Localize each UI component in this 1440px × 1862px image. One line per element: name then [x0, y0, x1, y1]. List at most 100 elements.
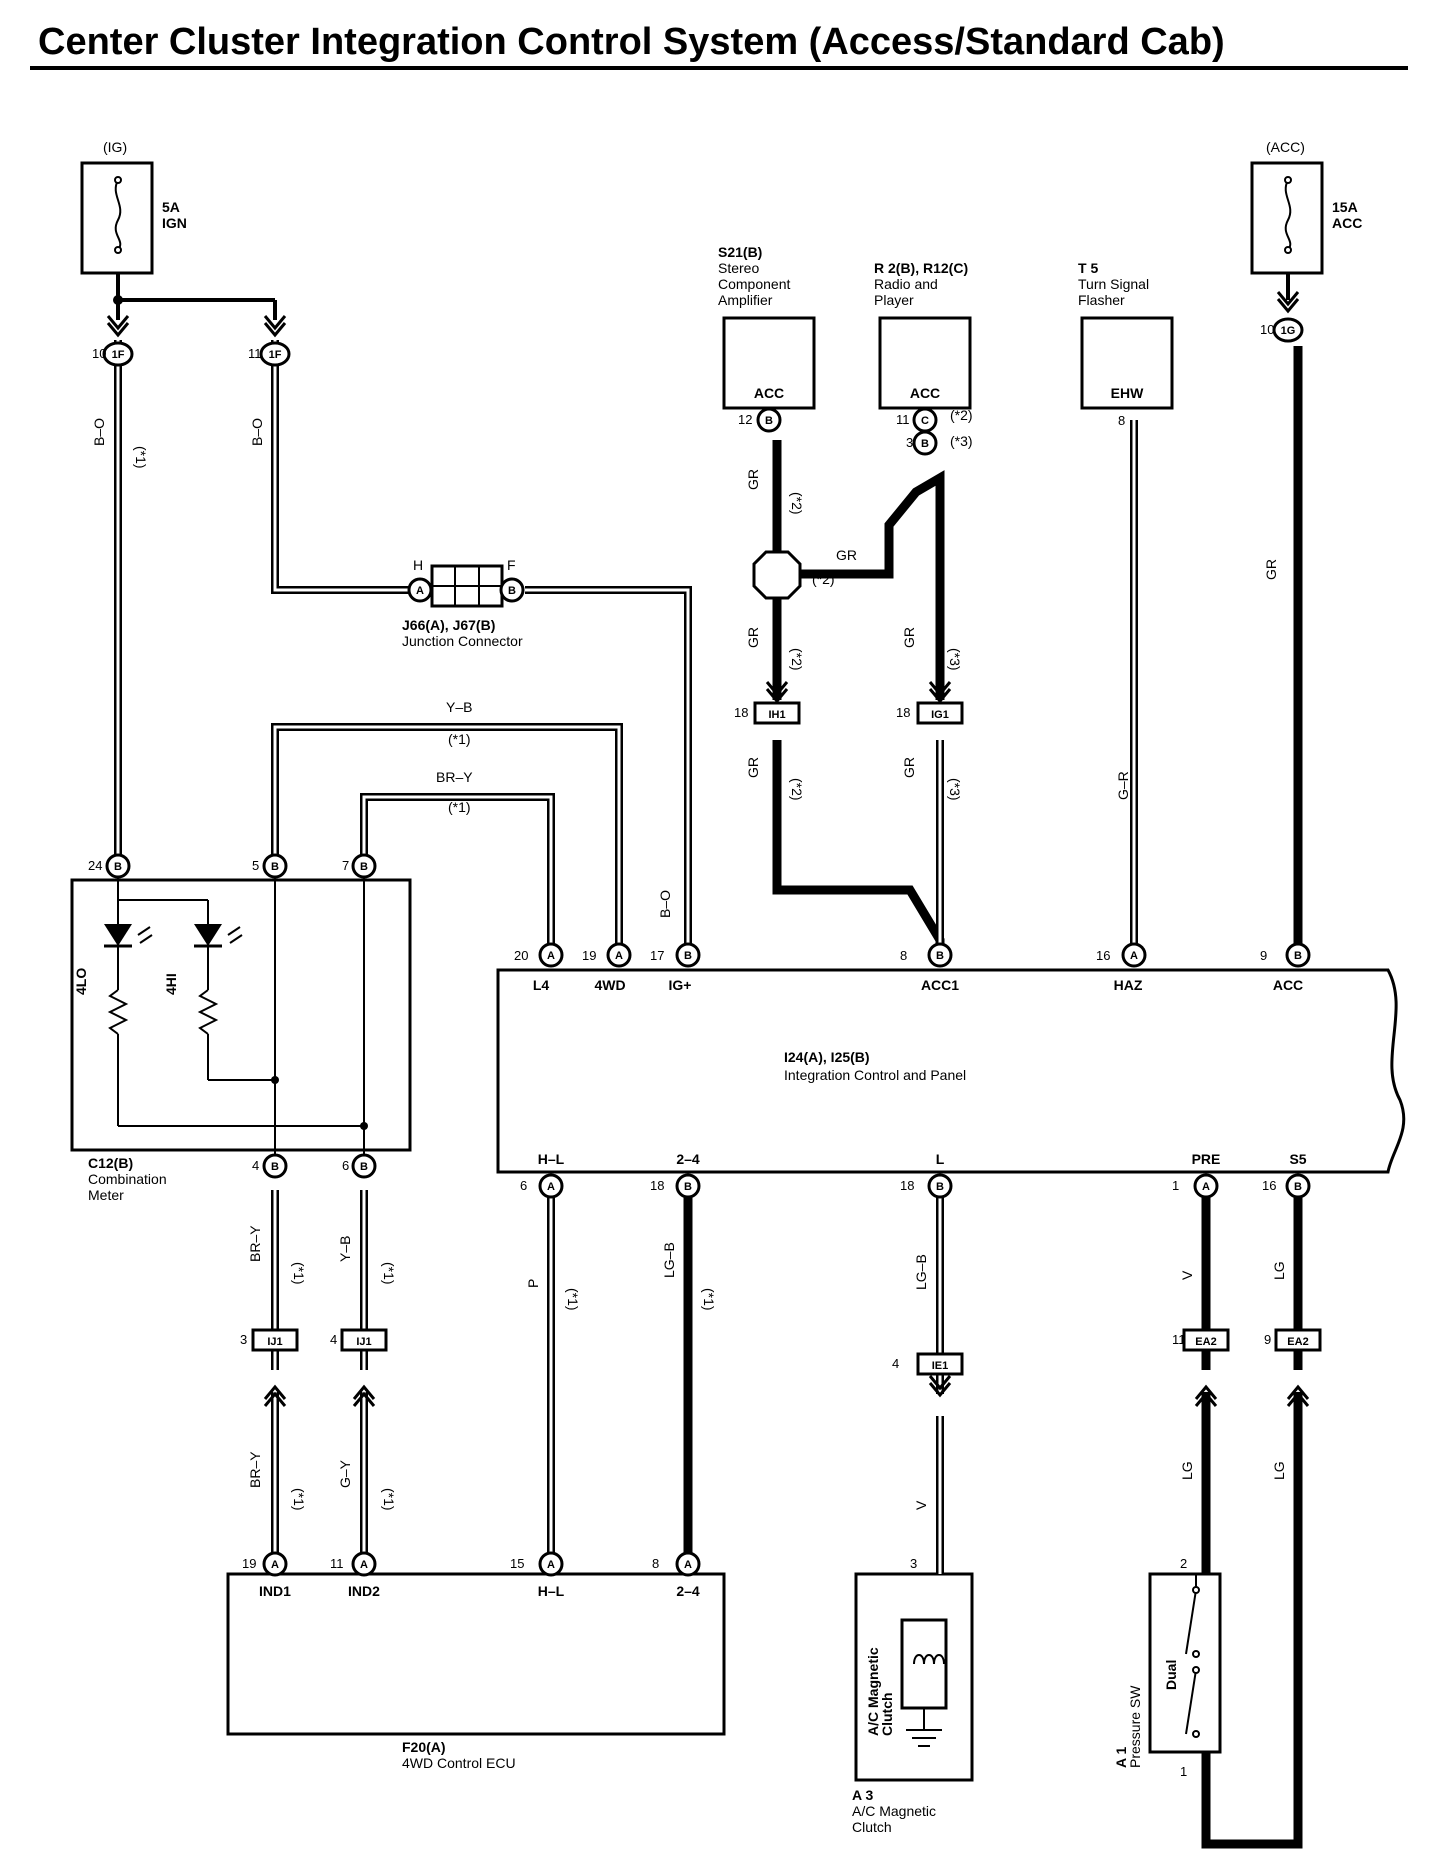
connector-circle [499, 577, 525, 603]
inline-connector [251, 1328, 299, 1352]
radio-l1: Radio and [874, 276, 938, 292]
connector-code: B [360, 1161, 368, 1173]
fuse-ign-source: (IG) [103, 139, 127, 155]
pin-number: 10 [92, 346, 106, 361]
splice-octagon [752, 550, 802, 600]
connector-code: B [936, 950, 944, 962]
wire-run [1201, 1392, 1303, 1849]
pin-number: 20 [514, 948, 528, 963]
junction-pin-f: F [507, 557, 516, 573]
junction-connector: H F J66(A), J67(B) Junction Connector [402, 557, 523, 649]
connector-code: 1F [112, 349, 125, 361]
wire-color-label: LG–B [913, 1254, 929, 1290]
inline-connector-code: EA2 [1195, 1336, 1216, 1348]
note-marker: (*3) [947, 648, 963, 671]
wire-color-label: Y–B [337, 1236, 353, 1262]
resistor-4hi-icon [197, 989, 219, 1035]
pin-number: 11 [1172, 1332, 1186, 1347]
arrow-marker [765, 681, 789, 704]
wire-color-label: P [525, 1279, 541, 1288]
connector-circle [756, 407, 782, 433]
note-marker: (*1) [133, 446, 149, 469]
connector-circle [606, 942, 632, 968]
wire-run [800, 470, 945, 700]
pin-number: 8 [900, 948, 907, 963]
radio-terminal: ACC [910, 385, 940, 401]
connector-code: B [684, 1181, 692, 1193]
panel-terminal-bottom: L [936, 1151, 945, 1167]
connector-code: B [1294, 1181, 1302, 1193]
coil-icon [913, 1654, 945, 1665]
arrow-marker [928, 1375, 952, 1398]
pin-number: 9 [1264, 1332, 1271, 1347]
pin-number: 11 [330, 1556, 344, 1571]
fuse-acc: (ACC) 15A ACC [1250, 139, 1362, 275]
wire-color-label: GR [901, 627, 917, 648]
wire-run-core [273, 340, 420, 592]
inline-connector-code: IG1 [931, 709, 949, 721]
panel-code: I24(A), I25(B) [784, 1049, 870, 1065]
connector-code: B [921, 438, 929, 450]
note-marker: (*1) [381, 1262, 397, 1285]
pin-number: 18 [650, 1178, 664, 1193]
inline-connector-code: IJ1 [267, 1336, 282, 1348]
connector-circle [262, 853, 288, 879]
radio-player: R 2(B), R12(C) Radio and Player ACC [874, 260, 972, 410]
connector-circle [1272, 317, 1304, 343]
panel-terminal-bottom: H–L [538, 1151, 565, 1167]
pin-number: 2 [1180, 1556, 1187, 1571]
connector-code: A [547, 950, 555, 962]
note-marker: (*2) [812, 571, 835, 587]
pin-number: 5 [252, 858, 259, 873]
wire-color-label: GR [1263, 559, 1279, 580]
ac-magnetic-clutch: A/C Magnetic Clutch A 3 A/C Magnetic Clu… [852, 1572, 974, 1835]
connector-code: B [684, 950, 692, 962]
inline-connector [916, 1352, 964, 1376]
connector-code: B [271, 861, 279, 873]
pin-number: 4 [330, 1332, 337, 1347]
connector-circle [1193, 1173, 1219, 1199]
note-marker: (*2) [789, 492, 805, 515]
pressure-switch: Dual A 1 Pressure SW [1113, 1572, 1222, 1768]
pin-number: 3 [906, 435, 913, 450]
meter-code: C12(B) [88, 1155, 133, 1171]
panel-terminal-bottom: S5 [1289, 1151, 1306, 1167]
fuse-ign-name: IGN [162, 215, 187, 231]
radio-code: R 2(B), R12(C) [874, 260, 968, 276]
resistor-4lo-icon [107, 989, 129, 1035]
inline-connector [340, 1328, 388, 1352]
ecu-terminal: H–L [538, 1583, 565, 1599]
ecu-terminal: 2–4 [676, 1583, 700, 1599]
stereo-code: S21(B) [718, 244, 762, 260]
pin-number: 18 [734, 705, 748, 720]
wire-color-label: GR [745, 469, 761, 490]
pswitch-name: Pressure SW [1127, 1685, 1143, 1768]
wire-color-label: B–O [249, 418, 265, 446]
junction-code: J66(A), J67(B) [402, 617, 495, 633]
pin-number: 7 [342, 858, 349, 873]
panel-terminal-top: ACC [1273, 977, 1303, 993]
pin-number: 19 [582, 948, 596, 963]
connector-circle [927, 1173, 953, 1199]
ecu-name: 4WD Control ECU [402, 1755, 516, 1771]
stereo-l1: Stereo [718, 260, 759, 276]
wire-color-label: BR–Y [247, 1225, 263, 1262]
wire-color-label: LG [1271, 1261, 1287, 1280]
wire-color-label: V [1179, 1270, 1195, 1280]
stereo-l3: Amplifier [718, 292, 773, 308]
flasher-code: T 5 [1078, 260, 1098, 276]
stereo-amplifier: S21(B) Stereo Component Amplifier ACC [718, 244, 816, 410]
fuse-ign-symbol [114, 179, 122, 251]
connector-circle [1285, 942, 1311, 968]
stereo-terminal: ACC [754, 385, 784, 401]
panel-terminal-top: ACC1 [921, 977, 959, 993]
note-marker: (*1) [448, 799, 471, 815]
connector-code: 1F [269, 349, 282, 361]
connector-circle [262, 1153, 288, 1179]
connector-circle [102, 341, 134, 367]
connector-circle [538, 942, 564, 968]
panel-terminal-top: HAZ [1114, 977, 1143, 993]
connector-code: A [360, 1559, 368, 1571]
